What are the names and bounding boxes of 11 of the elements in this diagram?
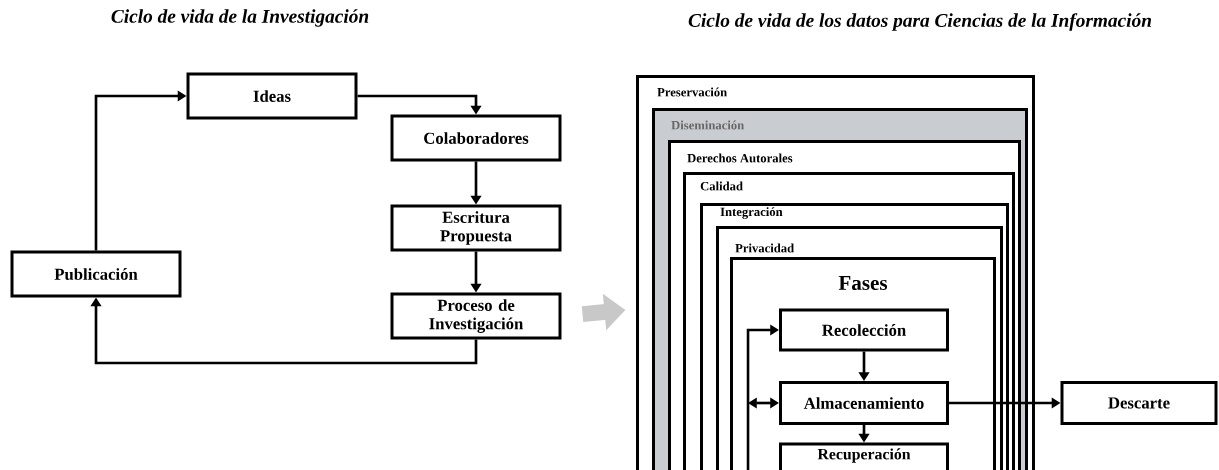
heading: Ciclo de vida de los datos para Ciencias de la Información [688,13,1152,31]
process-box: Recolección [779,308,949,352]
process-box: Publicación [10,250,182,298]
process-box: Escritura Propuesta [390,204,562,252]
process-box: Ideas [186,72,358,120]
process-box: Almacenamiento [779,381,949,425]
process-box: Descarte [1060,381,1218,425]
process-box: Proceso de Investigación [390,292,562,340]
process-box: Colaboradores [390,114,562,162]
process-box: Recuperación [779,442,949,470]
heading: Ciclo de vida de la Investigación [111,9,369,27]
